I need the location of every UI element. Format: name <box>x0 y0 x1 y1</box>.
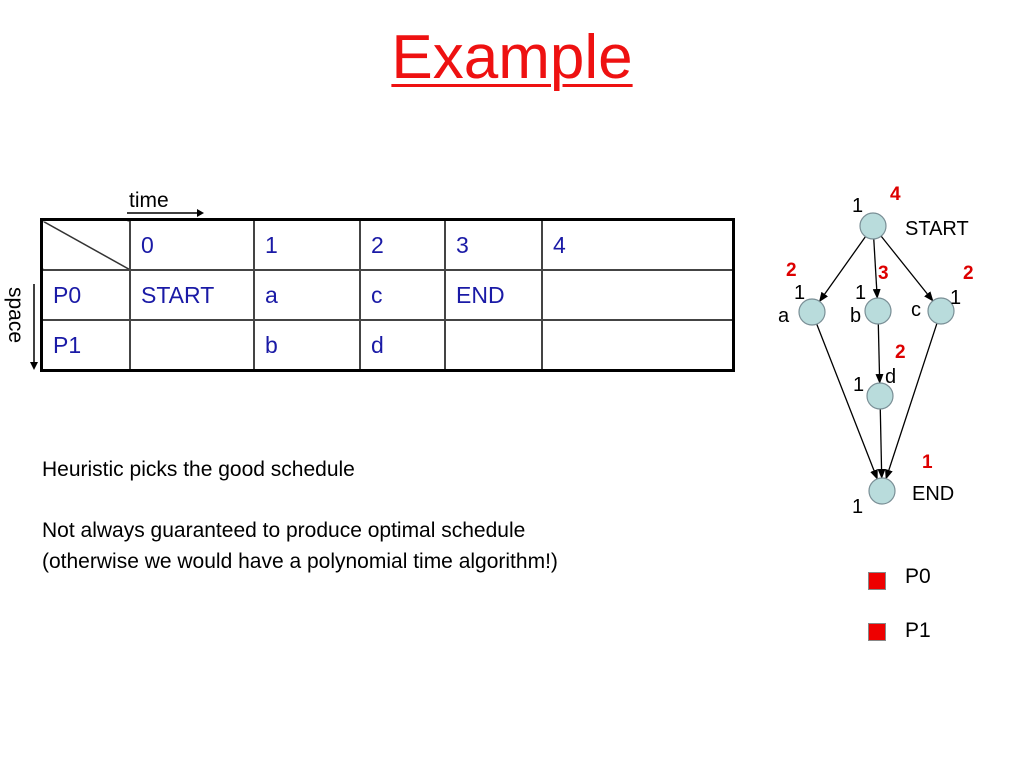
node-weight-c: 1 <box>950 287 961 309</box>
node-weight-b: 1 <box>855 282 866 304</box>
node-label-b: b <box>850 305 861 327</box>
table-cell: b <box>253 319 361 372</box>
node-priority-start: 4 <box>890 184 901 205</box>
space-axis-label: space <box>4 286 27 344</box>
space-arrow <box>30 284 38 370</box>
legend-label: P1 <box>905 619 931 642</box>
node-label-c: c <box>911 299 921 321</box>
legend-swatch <box>868 572 886 590</box>
node-weight-end: 1 <box>852 496 863 518</box>
table-cell: END <box>444 269 543 321</box>
header-cell: 0 <box>129 218 255 271</box>
edge-start-b <box>872 238 881 300</box>
node-priority-a: 2 <box>786 260 797 281</box>
node-a <box>798 298 826 326</box>
table-cell <box>541 319 735 372</box>
edge-d-end <box>877 408 886 480</box>
table-cell: c <box>359 269 446 321</box>
node-label-a: a <box>778 305 790 327</box>
node-label-d: d <box>885 366 896 388</box>
legend-label: P0 <box>905 565 931 588</box>
header-cell: 4 <box>541 218 735 271</box>
schedule-table: 0 1 2 3 4 P0 START a c END P1 b d <box>40 218 735 372</box>
node-start <box>859 212 887 240</box>
row-label: P1 <box>40 319 131 372</box>
node-weight-a: 1 <box>794 282 805 304</box>
node-c <box>927 297 955 325</box>
table-cell: a <box>253 269 361 321</box>
table-cell <box>541 269 735 321</box>
header-cell: 1 <box>253 218 361 271</box>
node-priority-c: 2 <box>963 263 974 284</box>
page-title: Example <box>391 23 633 92</box>
header-cell: 3 <box>444 218 543 271</box>
note-line: (otherwise we would have a polynomial ti… <box>42 550 558 573</box>
notes: Heuristic picks the good schedule Not al… <box>42 458 742 588</box>
note-line: Heuristic picks the good schedule <box>42 458 355 481</box>
legend: P0 P1 <box>868 565 988 655</box>
node-d <box>866 382 894 410</box>
node-label-start: START <box>905 218 969 240</box>
note-line: Not always guaranteed to produce optimal… <box>42 519 526 542</box>
table-cell: d <box>359 319 446 372</box>
node-b <box>864 297 892 325</box>
corner-cell <box>40 218 131 271</box>
table-cell <box>444 319 543 372</box>
row-label: P0 <box>40 269 131 321</box>
header-cell: 2 <box>359 218 446 271</box>
edge-b-d <box>875 323 884 385</box>
edge-start-a <box>818 236 867 303</box>
time-arrow <box>127 209 204 217</box>
table-row: P0 START a c END <box>40 269 735 321</box>
node-label-end: END <box>912 483 954 505</box>
table-row: P1 b d <box>40 319 735 372</box>
table-header-row: 0 1 2 3 4 <box>40 218 735 271</box>
table-cell <box>129 319 255 372</box>
edge-start-c <box>880 235 934 302</box>
legend-swatch <box>868 623 886 641</box>
table-cell: START <box>129 269 255 321</box>
graph-edges <box>816 235 938 480</box>
time-axis-label: time <box>129 189 169 212</box>
node-priority-d: 2 <box>895 342 906 363</box>
node-priority-end: 1 <box>922 452 933 473</box>
node-weight-start: 1 <box>852 195 863 217</box>
node-priority-b: 3 <box>878 263 889 284</box>
node-end <box>868 477 896 505</box>
node-weight-d: 1 <box>853 374 864 396</box>
edge-a-end <box>816 323 878 480</box>
edge-c-end <box>885 323 938 480</box>
